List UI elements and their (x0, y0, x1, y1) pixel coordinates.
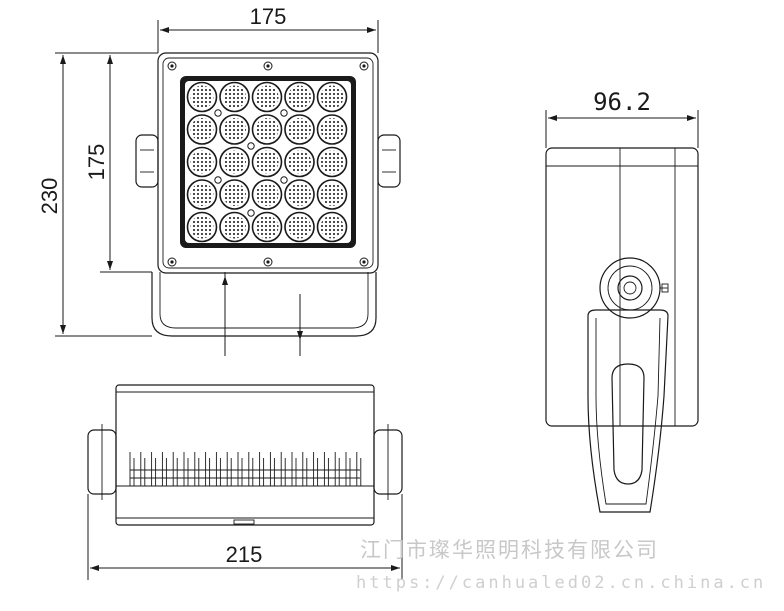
led-cluster (186, 146, 218, 178)
dim-label-front-height: 175 (84, 144, 109, 181)
led-cluster (316, 81, 348, 113)
dim-label-front-width: 175 (250, 4, 287, 29)
dim-front-width: 175 (157, 4, 379, 53)
screws (167, 61, 369, 267)
lens-pin (247, 209, 255, 217)
right-knob (377, 134, 401, 188)
led-cluster (316, 211, 348, 243)
led-cluster (251, 81, 283, 113)
led-cluster (219, 81, 250, 113)
led-cluster (284, 114, 315, 145)
led-cluster (284, 179, 315, 210)
led-cluster (251, 179, 283, 210)
led-array (186, 81, 348, 243)
lens-pin (247, 142, 255, 150)
side-bracket (587, 309, 669, 513)
led-cluster (284, 81, 315, 113)
led-cluster (186, 81, 218, 113)
lens-pin (280, 176, 288, 184)
led-cluster (251, 114, 283, 145)
led-cluster (219, 211, 250, 243)
led-cluster (186, 211, 218, 243)
dim-side-depth: 96.2 (545, 88, 699, 148)
led-cluster (219, 146, 250, 178)
side-housing (545, 147, 699, 427)
lens-pin (214, 109, 222, 117)
bracket-slot (611, 363, 645, 485)
left-knob (135, 134, 159, 188)
lens-pin (214, 176, 222, 184)
dim-front-height: 175 (84, 52, 158, 273)
led-cluster (284, 211, 315, 243)
lens-pin (280, 109, 288, 117)
led-cluster (186, 114, 218, 145)
heat-fins (129, 452, 362, 486)
dim-total-height: 230 (37, 52, 152, 337)
side-view (545, 147, 699, 513)
front-housing (157, 52, 379, 274)
watermark-url: https://canhualed02.cn.china.cn (356, 573, 766, 593)
led-cluster (219, 114, 250, 145)
led-cluster (284, 146, 315, 178)
dim-label-total-height: 230 (37, 178, 62, 215)
watermark-company: 江门市璨华照明科技有限公司 (360, 538, 659, 562)
led-cluster (186, 179, 218, 210)
led-cluster (316, 179, 348, 210)
dim-bottom-width: 215 (87, 494, 403, 580)
pivot-knob (599, 257, 661, 319)
led-cluster (316, 146, 348, 178)
led-cluster (251, 146, 283, 178)
bottom-view (87, 384, 403, 526)
dim-label-side-depth: 96.2 (593, 88, 651, 116)
front-view (135, 52, 401, 337)
leader-arrows (222, 272, 303, 356)
led-cluster (251, 211, 283, 243)
led-cluster (219, 179, 250, 210)
led-cluster (316, 114, 348, 145)
dim-label-bottom-width: 215 (226, 542, 263, 567)
